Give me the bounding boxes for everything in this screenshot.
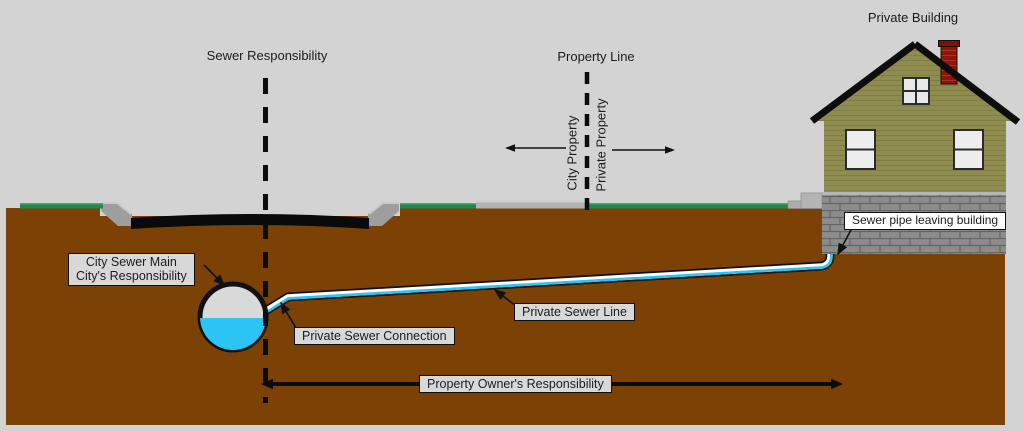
private-sewer-connection-label: Private Sewer Connection	[294, 327, 455, 346]
city-sewer-main-pointer	[203, 264, 226, 287]
house-step-upper	[800, 192, 823, 209]
foundation-top-course	[822, 192, 1006, 195]
property-owners-responsibility-label: Property Owner's Responsibility	[419, 375, 612, 394]
roof	[809, 41, 1021, 125]
right-window	[953, 129, 984, 170]
city-property-label: City Property	[564, 115, 580, 191]
road-cut	[100, 203, 400, 216]
grass-left-highlight	[20, 203, 103, 205]
private-property-label: Private Property	[593, 98, 609, 192]
house-step-lower	[787, 200, 803, 209]
grass-middle	[400, 203, 476, 209]
right-curb-highlight	[368, 202, 399, 215]
sewer-responsibility-label: Sewer Responsibility	[206, 48, 328, 63]
road-asphalt	[131, 214, 369, 229]
sewer-pipe-leaving-pointer	[837, 229, 852, 256]
grass-right-highlight	[588, 203, 788, 205]
private-sewer-pipe	[259, 245, 835, 317]
private-sewer-line-label: Private Sewer Line	[514, 303, 635, 322]
private-sewer-line-pointer	[493, 289, 517, 307]
private-sewer-connection-pointer	[280, 301, 297, 329]
grass-right	[588, 203, 788, 209]
chimney-cap	[938, 40, 960, 47]
left-curb-highlight	[101, 202, 132, 215]
property-line-label: Property Line	[557, 49, 635, 64]
city-sewer-main-label-line2: City's Responsibility	[76, 269, 187, 284]
left-window	[845, 129, 876, 170]
city-property-arrow	[505, 144, 566, 152]
city-sewer-main-label: City Sewer Main City's Responsibility	[68, 253, 195, 286]
private-building-label: Private Building	[867, 10, 959, 25]
city-sewer-main-pipe	[197, 281, 269, 353]
sidewalk-highlight	[476, 200, 588, 203]
sidewalk	[476, 200, 588, 209]
city-sewer-main-label-line1: City Sewer Main	[85, 255, 177, 269]
attic-window	[902, 77, 930, 105]
private-property-arrow	[612, 146, 675, 154]
grass-left	[20, 203, 103, 209]
sewer-pipe-leaving-building-label: Sewer pipe leaving building	[844, 212, 1007, 230]
grass-middle-highlight	[400, 203, 476, 205]
